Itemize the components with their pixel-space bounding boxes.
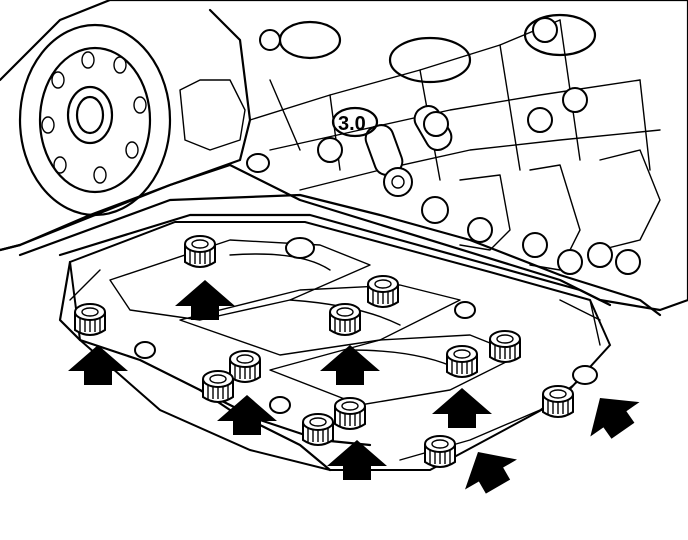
hex-socket-bolt-icon [367, 275, 399, 308]
crank-flange [18, 23, 172, 217]
hex-socket-bolt-icon [302, 413, 334, 446]
callout-arrows [68, 280, 640, 494]
engine-block [0, 0, 688, 312]
arrow-pointer-icon [432, 388, 492, 428]
arrow-pointer-icon [320, 345, 380, 385]
rod-bosses [246, 17, 641, 275]
hex-socket-bolt-icon [446, 345, 478, 378]
hex-socket-bolt-icon [184, 235, 216, 268]
arrow-pointer-icon [590, 398, 640, 439]
arrow-pointer-icon [217, 395, 277, 435]
arrow-pointer-icon [465, 452, 517, 494]
arrow-pointer-icon [175, 280, 235, 320]
hex-socket-bolt-icon [202, 370, 234, 403]
bedplate-bolts [74, 235, 574, 468]
hex-socket-bolt-icon [74, 303, 106, 336]
hex-socket-bolt-icon [229, 350, 261, 383]
hex-socket-bolt-icon [424, 435, 456, 468]
hex-socket-bolt-icon [329, 303, 361, 336]
arrow-pointer-icon [327, 440, 387, 480]
casting-label-text: 3.0 [338, 113, 366, 135]
arrow-pointer-icon [68, 345, 128, 385]
hex-socket-bolt-icon [334, 397, 366, 430]
hex-socket-bolt-icon [489, 330, 521, 363]
hex-socket-bolt-icon [542, 385, 574, 418]
casting-label: 3.0 [331, 106, 379, 138]
